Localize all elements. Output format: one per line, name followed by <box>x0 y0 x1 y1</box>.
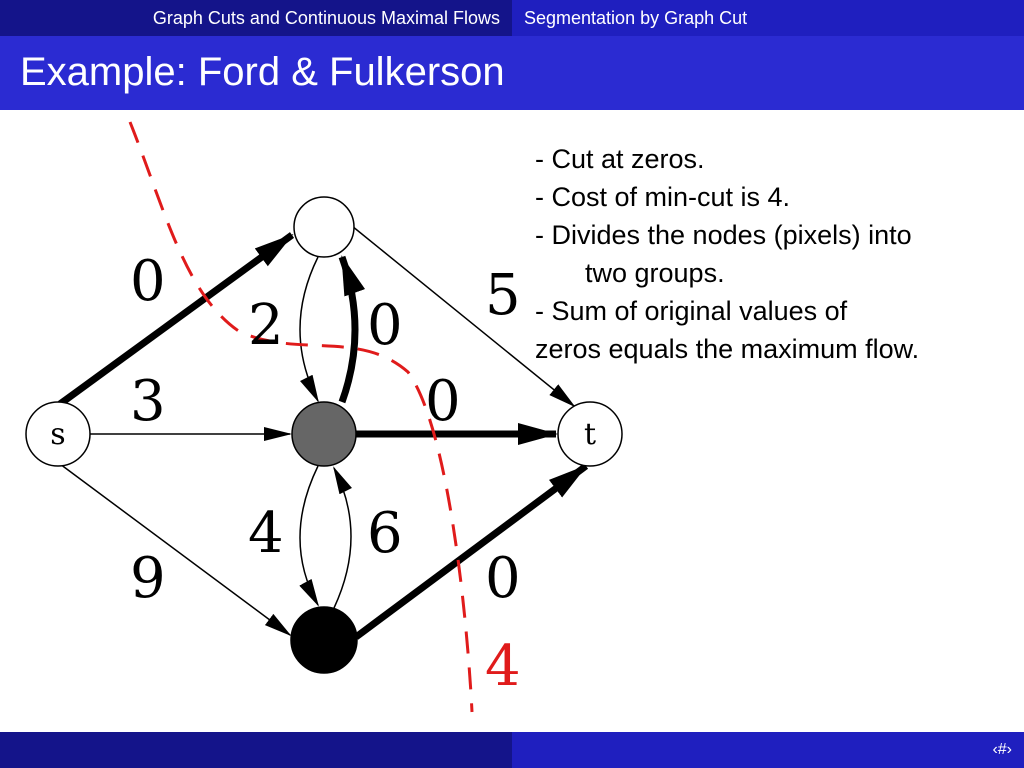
footer-bar: ‹#› <box>0 732 1024 768</box>
label-mid-top: 0 <box>367 293 403 358</box>
note-line: - Sum of original values of <box>535 296 848 326</box>
node-t <box>557 401 623 467</box>
label-top-mid: 2 <box>248 293 284 358</box>
edge-bottom-t <box>353 463 589 640</box>
edge-s-bottom <box>59 463 292 637</box>
edge-top-t <box>351 225 576 408</box>
notes-text: - Cut at zeros. - Cost of min-cut is 4. … <box>535 140 1024 368</box>
label-mid-t: 0 <box>425 369 461 434</box>
edge-mid-top <box>338 255 366 404</box>
note-line: - Divides the nodes (pixels) into <box>535 220 912 250</box>
label-bottom-t: 0 <box>485 546 521 611</box>
label-mid-bottom: 4 <box>248 501 284 566</box>
note-line: - Cut at zeros. <box>535 144 705 174</box>
node-s <box>25 401 91 467</box>
edge-top-mid <box>299 256 319 403</box>
label-cut-value: 4 <box>485 634 521 699</box>
label-s-mid: 3 <box>130 369 166 434</box>
page-marker: ‹#› <box>512 732 1024 768</box>
label-s-top: 0 <box>130 249 166 314</box>
graph-diagram: s t 0 2 0 5 3 0 4 6 9 0 4 <box>25 121 623 713</box>
node-s-label: s <box>50 417 65 452</box>
header-subsection: Segmentation by Graph Cut <box>512 0 1024 36</box>
note-line: zeros equals the maximum flow. <box>535 334 920 364</box>
node-top <box>293 196 355 258</box>
edge-bottom-mid <box>333 466 352 609</box>
header-section: Graph Cuts and Continuous Maximal Flows <box>0 0 512 36</box>
node-t-label: t <box>584 417 596 452</box>
note-line: - Cost of min-cut is 4. <box>535 182 791 212</box>
label-bottom-mid: 6 <box>367 501 403 566</box>
min-cut-line <box>128 121 474 713</box>
footer-left <box>0 732 512 768</box>
header-bar: Graph Cuts and Continuous Maximal Flows … <box>0 0 1024 36</box>
node-mid <box>291 401 357 467</box>
label-s-bottom: 9 <box>130 546 166 611</box>
label-top-t: 5 <box>485 263 521 328</box>
edge-s-top <box>57 232 295 407</box>
note-line: two groups. <box>585 258 725 288</box>
title-bar: Example: Ford & Fulkerson <box>0 36 1024 110</box>
slide-title: Example: Ford & Fulkerson <box>20 50 505 94</box>
edge-mid-bottom <box>299 465 319 607</box>
node-bottom <box>290 606 358 674</box>
